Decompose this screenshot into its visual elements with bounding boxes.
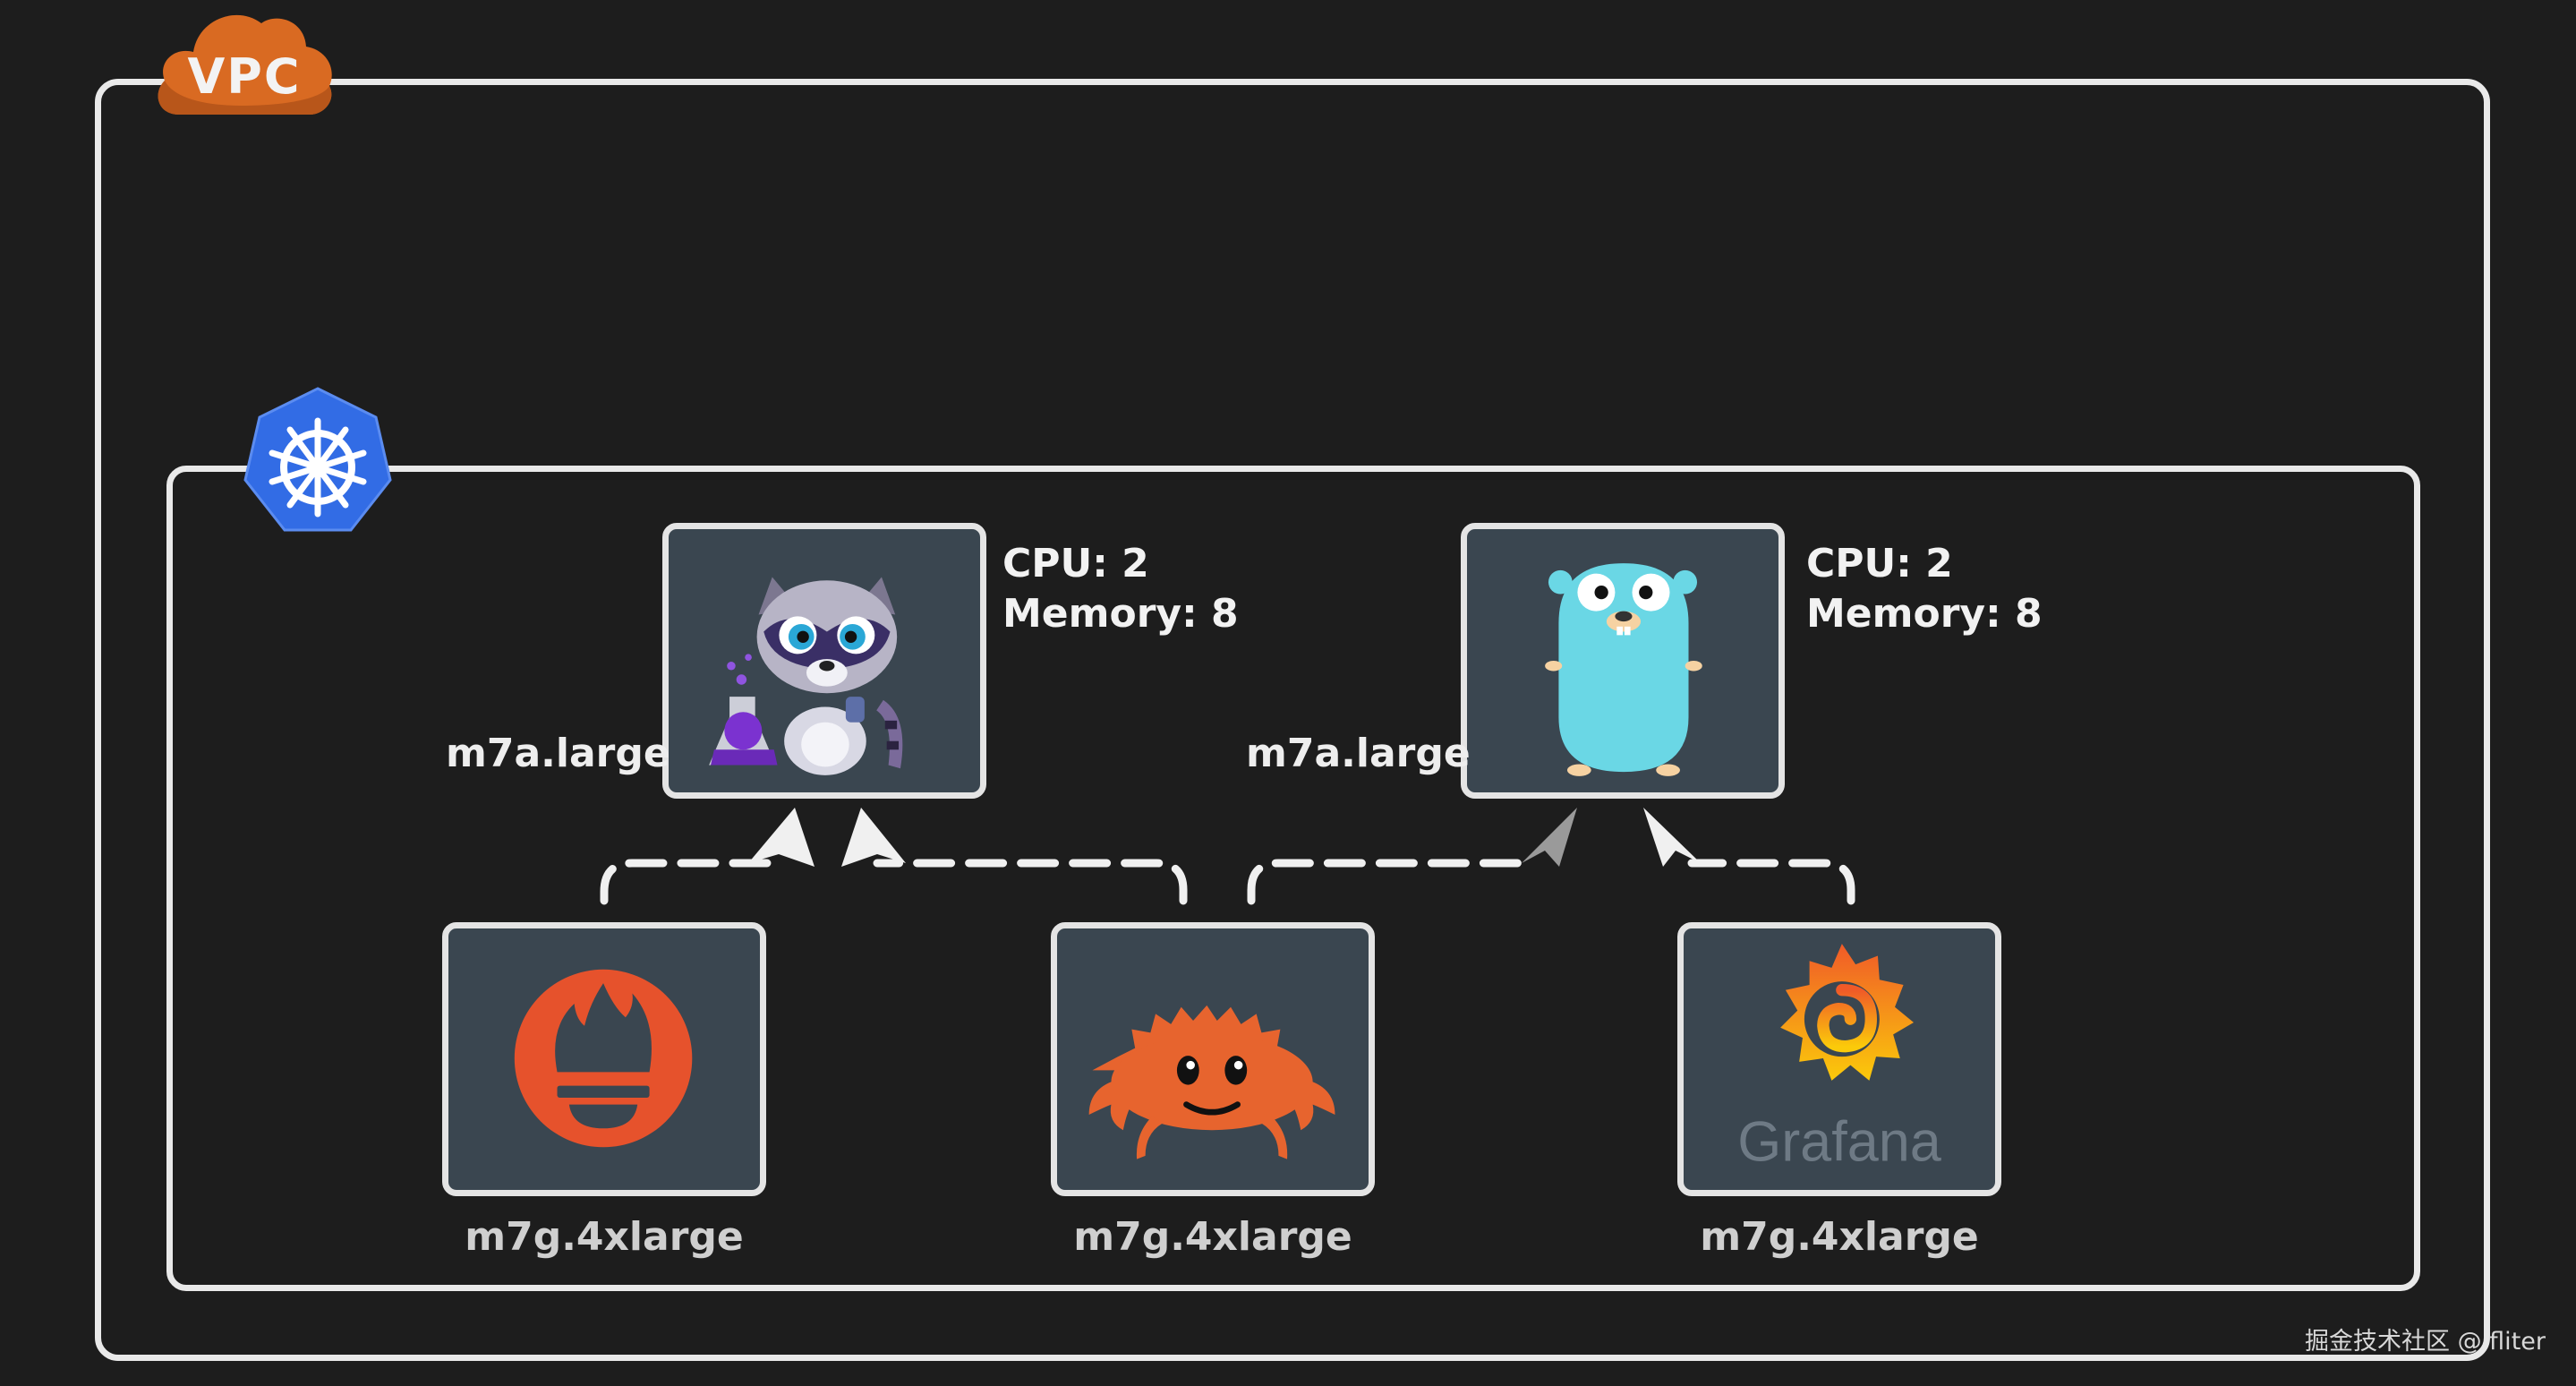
- kubernetes-cluster-boundary: [166, 466, 2420, 1291]
- go-gopher-icon: [1545, 563, 1702, 776]
- vpc-cloud-icon: [158, 14, 332, 115]
- node-card-grafana[interactable]: Grafana: [1677, 922, 2001, 1196]
- node-memory-spec: Memory: 8: [1806, 591, 2043, 637]
- node-cpu-spec: CPU: 2: [1002, 541, 1149, 586]
- rust-crab-icon: [1088, 1005, 1335, 1159]
- node-card-prometheus[interactable]: [442, 922, 766, 1196]
- node-instance-label: m7a.large: [446, 731, 670, 776]
- node-cpu-spec: CPU: 2: [1806, 541, 1953, 586]
- kubernetes-icon: [243, 387, 392, 532]
- node-card-raccoon[interactable]: [662, 523, 986, 799]
- node-instance-label: m7g.4xlarge: [1073, 1214, 1352, 1260]
- node-card-gopher[interactable]: [1461, 523, 1785, 799]
- watermark: 掘金技术社区 @ fliter: [2305, 1328, 2546, 1356]
- node-card-rust-crab[interactable]: [1051, 922, 1375, 1196]
- node-memory-spec: Memory: 8: [1002, 591, 1239, 637]
- vpc-label: VPC: [187, 48, 302, 105]
- grafana-icon: Grafana: [1737, 944, 1942, 1174]
- vpc-boundary: [95, 79, 2490, 1361]
- grafana-logo-text: Grafana: [1737, 1111, 1942, 1174]
- node-instance-label: m7g.4xlarge: [1700, 1214, 1979, 1260]
- node-instance-label: m7a.large: [1246, 731, 1471, 776]
- prometheus-icon: [514, 969, 693, 1148]
- raccoon-mascot-icon: [709, 577, 903, 775]
- node-instance-label: m7g.4xlarge: [465, 1214, 744, 1260]
